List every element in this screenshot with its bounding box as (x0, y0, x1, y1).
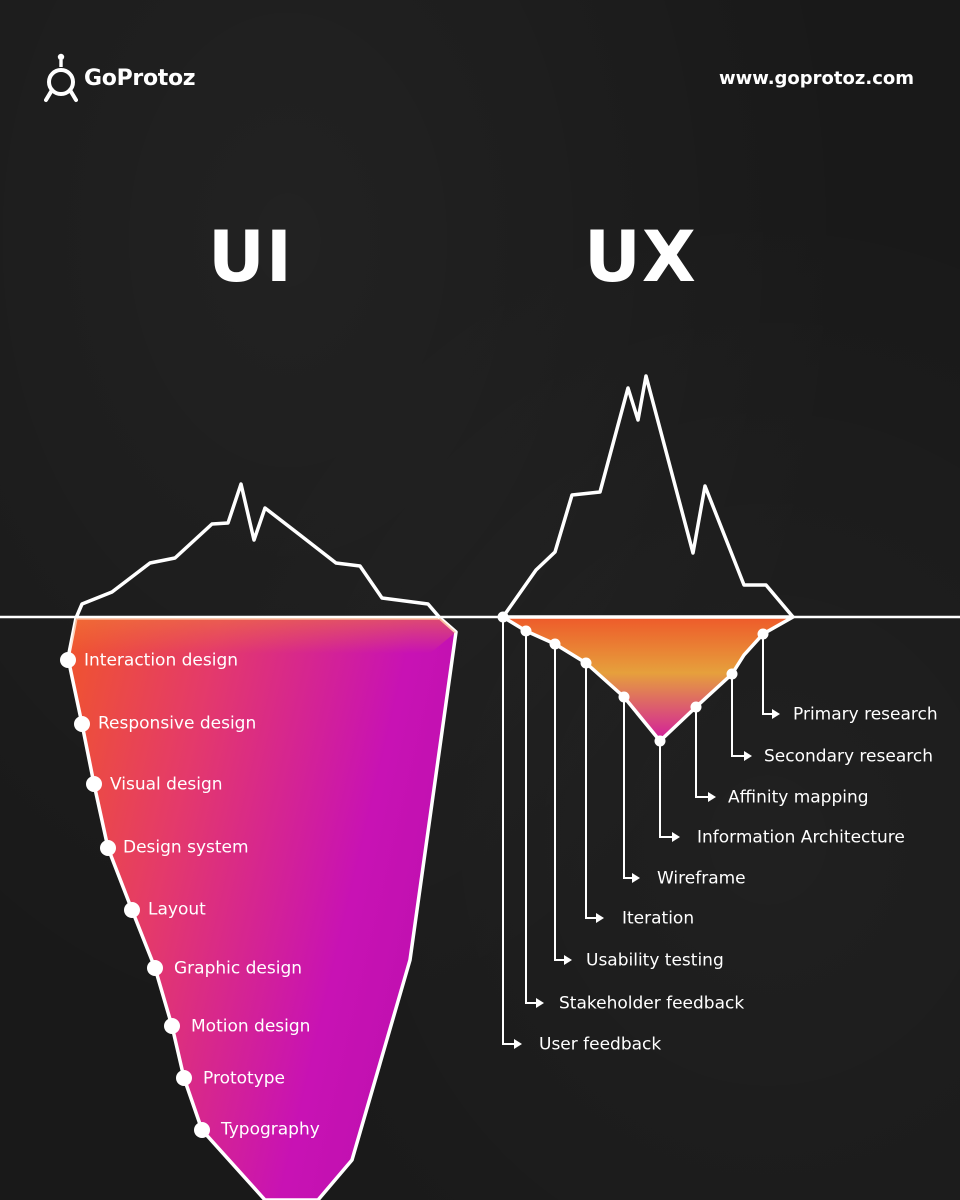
ui-label-graphic-design: Graphic design (174, 958, 303, 979)
ux-label-primary-research: Primary research (793, 704, 938, 725)
ux-markers (497, 611, 769, 747)
ui-label-interaction-design: Interaction design (84, 650, 239, 671)
ui-marker-typography (194, 1122, 210, 1138)
ui-markers (60, 652, 210, 1138)
ux-label-stakeholder-feedback: Stakeholder feedback (559, 993, 745, 1014)
ui-marker-motion-design (164, 1018, 180, 1034)
ux-marker-secondary-research (726, 668, 738, 680)
ux-label-information-architecture: Information Architecture (697, 827, 905, 848)
ux-connectors (502, 617, 772, 1045)
ux-connector-wireframe (623, 697, 632, 879)
ux-connector-usability-testing (554, 644, 564, 961)
ux-title: UX (584, 216, 697, 298)
ux-label-secondary-research: Secondary research (764, 746, 933, 767)
ux-marker-primary-research (757, 628, 769, 640)
ux-label-iteration: Iteration (622, 908, 695, 929)
ux-marker-wireframe (618, 691, 630, 703)
ux-connector-secondary-research (731, 674, 744, 757)
ui-marker-layout (124, 902, 140, 918)
goprotoz-logo-icon (44, 53, 78, 102)
ux-marker-affinity-mapping (690, 701, 702, 713)
site-url[interactable]: www.goprotoz.com (718, 68, 914, 89)
ui-label-typography: Typography (221, 1119, 320, 1140)
ui-marker-visual-design (86, 776, 102, 792)
ui-marker-design-system (100, 840, 116, 856)
ui-marker-responsive-design (74, 716, 90, 732)
brand-name: GoProtoz (84, 65, 196, 91)
ui-label-prototype: Prototype (203, 1068, 286, 1089)
ux-iceberg-tip (501, 374, 795, 619)
ux-marker-usability-testing (549, 638, 561, 650)
ux-label-user-feedback: User feedback (539, 1034, 662, 1055)
ux-label-usability-testing: Usability testing (586, 950, 724, 971)
ui-title: UI (208, 216, 293, 298)
ux-marker-iteration (580, 657, 592, 669)
brand-logo[interactable]: GoProtoz (44, 52, 196, 104)
ux-connector-iteration (585, 663, 596, 919)
ux-connector-user-feedback (502, 617, 514, 1045)
ux-connector-affinity-mapping (695, 707, 708, 798)
ux-label-affinity-mapping: Affinity mapping (728, 787, 869, 808)
ui-label-responsive-design: Responsive design (98, 713, 257, 734)
ui-label-visual-design: Visual design (110, 774, 223, 795)
ui-iceberg-tip (74, 482, 442, 620)
ux-marker-stakeholder-feedback (520, 625, 532, 637)
ui-marker-interaction-design (60, 652, 76, 668)
ux-marker-user-feedback (497, 611, 509, 623)
ux-connector-information-architecture (659, 741, 672, 838)
ux-label-wireframe: Wireframe (657, 868, 746, 889)
ui-label-design-system: Design system (123, 837, 249, 858)
ui-label-layout: Layout (148, 899, 206, 920)
ux-marker-information-architecture (654, 735, 666, 747)
ux-connector-primary-research (762, 634, 772, 715)
ux-arrowheads (514, 709, 780, 1049)
ui-marker-prototype (176, 1070, 192, 1086)
ux-iceberg-underwater (501, 615, 795, 743)
ui-marker-graphic-design (147, 960, 163, 976)
ux-connector-stakeholder-feedback (525, 631, 536, 1004)
ui-label-motion-design: Motion design (191, 1016, 311, 1037)
